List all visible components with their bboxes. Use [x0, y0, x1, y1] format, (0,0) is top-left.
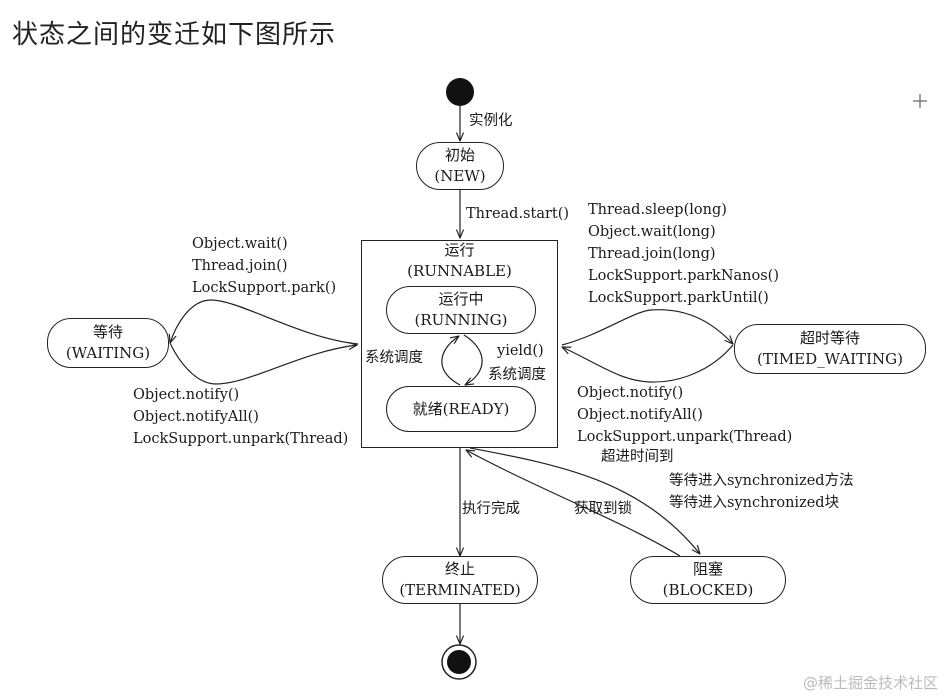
initial-node: [446, 78, 474, 106]
state-waiting-sub: (WAITING): [65, 344, 151, 362]
state-running-name: 运行中: [438, 290, 484, 308]
label-from-timed-waiting: Object.notify() Object.notifyAll() LockS…: [577, 382, 792, 448]
state-timed-waiting-sub: (TIMED_WAITING): [757, 350, 903, 368]
label-timeout: 超进时间到: [601, 449, 674, 465]
state-new-name: 初始: [444, 146, 475, 164]
state-runnable-title: 运行 (RUNNABLE): [361, 240, 558, 282]
state-timed-waiting-name: 超时等待: [799, 329, 860, 347]
edge-runnable-to-blocked: [469, 447, 700, 554]
state-running-sub: (RUNNING): [414, 311, 508, 329]
label-from-waiting: Object.notify() Object.notifyAll() LockS…: [133, 384, 348, 450]
label-scheduler-right: 系统调度: [488, 367, 546, 383]
state-running: 运行中 (RUNNING): [386, 286, 536, 334]
state-timed-waiting: 超时等待 (TIMED_WAITING): [734, 324, 926, 374]
label-to-waiting: Object.wait() Thread.join() LockSupport.…: [192, 233, 336, 299]
state-runnable-box: [361, 240, 558, 448]
label-from-waiting-line: LockSupport.unpark(Thread): [133, 431, 349, 447]
final-node-core: [447, 650, 471, 674]
state-terminated: 终止 (TERMINATED): [382, 556, 538, 604]
label-to-blocked: 等待进入synchronized方法 等待进入synchronized块: [669, 470, 854, 514]
label-to-timed-waiting-line: LockSupport.parkNanos(): [588, 268, 779, 284]
label-to-waiting-line: Thread.join(): [192, 258, 288, 274]
label-instantiate: 实例化: [469, 113, 513, 129]
state-runnable-sub: (RUNNABLE): [407, 262, 512, 280]
watermark: @稀土掘金技术社区: [802, 674, 938, 692]
state-runnable-name: 运行: [444, 241, 475, 259]
edge-running-to-ready: [463, 334, 483, 385]
label-to-timed-waiting-line: Thread.join(long): [588, 246, 716, 262]
state-blocked-sub: (BLOCKED): [662, 581, 754, 599]
edge-runnable-to-waiting: [170, 299, 359, 345]
label-to-waiting-line: LockSupport.park(): [192, 280, 337, 296]
state-blocked: 阻塞 (BLOCKED): [630, 556, 786, 604]
label-to-timed-waiting-line: LockSupport.parkUntil(): [588, 290, 769, 306]
label-from-timed-waiting-line: LockSupport.unpark(Thread): [577, 429, 793, 445]
state-new-sub: (NEW): [434, 167, 486, 185]
label-to-blocked-line: 等待进入synchronized块: [669, 495, 840, 511]
state-ready-name: 就绪(READY): [412, 399, 510, 418]
label-to-blocked-line: 等待进入synchronized方法: [669, 473, 854, 489]
crosshair-icon: [913, 94, 927, 108]
label-to-timed-waiting-line: Object.wait(long): [588, 224, 716, 240]
label-thread-start: Thread.start(): [466, 206, 570, 222]
page-title: 状态之间的变迁如下图所示: [12, 20, 337, 50]
edge-waiting-to-runnable: [169, 343, 357, 385]
label-from-waiting-line: Object.notify(): [133, 387, 240, 403]
state-ready: 就绪(READY): [386, 386, 536, 432]
label-to-timed-waiting: Thread.sleep(long) Object.wait(long) Thr…: [588, 199, 779, 309]
label-finish: 执行完成: [462, 501, 520, 517]
label-acquire-lock: 获取到锁: [574, 501, 632, 517]
edge-runnable-to-timed-waiting: [561, 309, 733, 346]
edge-blocked-to-runnable: [466, 450, 681, 557]
label-to-waiting-line: Object.wait(): [192, 236, 288, 252]
label-yield: yield(): [497, 343, 544, 359]
state-new: 初始 (NEW): [416, 142, 504, 190]
state-blocked-name: 阻塞: [692, 560, 723, 578]
label-from-timed-waiting-line: Object.notify(): [577, 385, 684, 401]
edge-timed-waiting-to-runnable: [562, 344, 734, 383]
label-scheduler-left: 系统调度: [365, 350, 423, 366]
label-from-waiting-line: Object.notifyAll(): [133, 409, 259, 425]
edge-ready-to-running: [441, 336, 461, 386]
state-waiting: 等待 (WAITING): [47, 318, 169, 368]
label-to-timed-waiting-line: Thread.sleep(long): [588, 202, 727, 218]
state-terminated-name: 终止: [444, 560, 475, 578]
label-from-timed-waiting-line: Object.notifyAll(): [577, 407, 703, 423]
state-terminated-sub: (TERMINATED): [399, 581, 521, 599]
state-waiting-name: 等待: [92, 323, 123, 341]
